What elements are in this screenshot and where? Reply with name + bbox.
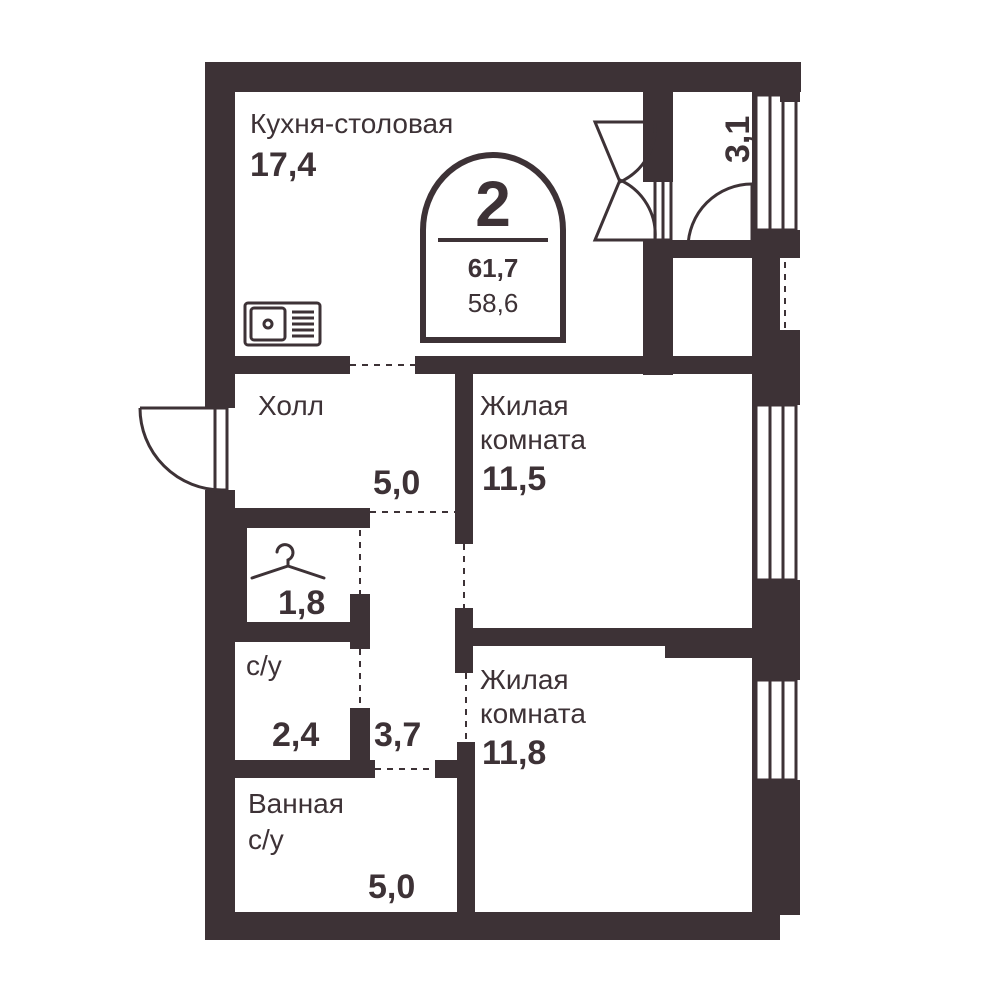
balcony-area: 3,1 xyxy=(719,115,757,163)
hall-area: 5,0 xyxy=(373,464,421,502)
kitchen-name: Кухня-столовая xyxy=(250,108,454,139)
bathroom-name-line2: с/у xyxy=(248,824,284,855)
wc-name: с/у xyxy=(246,650,282,681)
badge-room-count: 2 xyxy=(475,168,511,240)
windows xyxy=(754,93,798,782)
apartment-badge xyxy=(420,152,566,343)
sink-icon xyxy=(243,301,322,347)
corridor-area: 3,7 xyxy=(374,716,422,754)
bathroom-area: 5,0 xyxy=(368,868,416,906)
hall-name: Холл xyxy=(258,390,324,421)
living2-area: 11,8 xyxy=(482,734,547,772)
living1-area: 11,5 xyxy=(482,460,547,498)
hanger-icon xyxy=(250,543,326,580)
wc-area: 2,4 xyxy=(272,716,320,754)
wall-stubs xyxy=(755,62,800,915)
badge-total-area: 61,7 xyxy=(467,253,519,283)
balcony-door xyxy=(592,120,754,250)
kitchen-area: 17,4 xyxy=(250,146,317,184)
living1-name-line1: Жилая xyxy=(480,390,569,421)
living1-name-line2: комната xyxy=(480,424,586,455)
door-gaps xyxy=(350,262,786,770)
wardrobe-area: 1,8 xyxy=(278,584,326,622)
bathroom-name-line1: Ванная xyxy=(248,788,344,819)
living2-name-line2: комната xyxy=(480,698,586,729)
entrance-door xyxy=(138,406,229,492)
living2-name-line1: Жилая xyxy=(480,664,569,695)
badge-living-area: 58,6 xyxy=(467,288,519,318)
